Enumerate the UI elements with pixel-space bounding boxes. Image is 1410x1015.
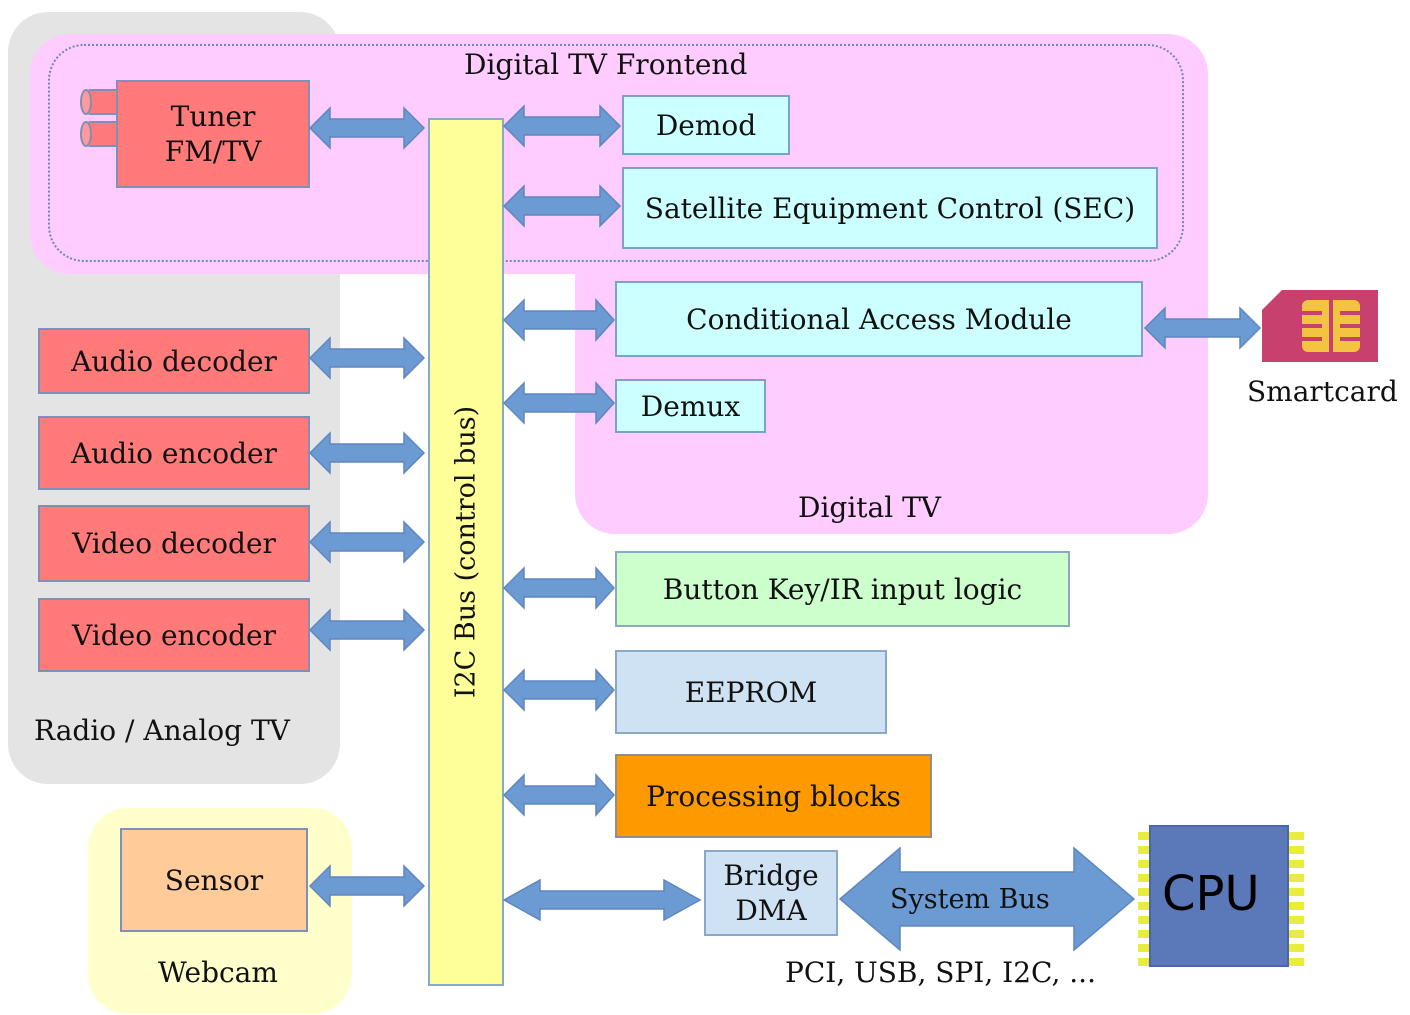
digital-tv-label: Digital TV [798, 491, 941, 524]
analog-tv-label: Radio / Analog TV [34, 714, 290, 747]
audio-encoder-block[interactable]: Audio encoder [38, 416, 310, 490]
audio-decoder-block[interactable]: Audio decoder [38, 328, 310, 394]
tuner-arrow [308, 106, 426, 150]
eeprom-block[interactable]: EEPROM [615, 650, 887, 734]
audio-decoder-arrow [308, 336, 426, 380]
i2c-control-bus[interactable]: I2C Bus (control bus) [428, 118, 504, 986]
button-ir-arrow [502, 566, 616, 610]
demux-block[interactable]: Demux [615, 379, 766, 433]
cpu-chip-icon [1138, 825, 1304, 967]
cpu-label[interactable]: CPU [1162, 866, 1260, 922]
demux-arrow [502, 381, 616, 425]
audio-encoder-arrow [308, 431, 426, 475]
video-decoder-arrow [308, 520, 426, 564]
button-ir-label: Button Key/IR input logic [662, 572, 1023, 606]
cam-label: Conditional Access Module [686, 302, 1072, 336]
conditional-access-module-block[interactable]: Conditional Access Module [615, 281, 1143, 357]
demod-arrow [502, 104, 622, 148]
smartcard-label: Smartcard [1247, 375, 1398, 408]
eeprom-label: EEPROM [684, 675, 818, 709]
system-bus-sub-label: PCI, USB, SPI, I2C, ... [785, 956, 1096, 989]
sensor-label: Sensor [164, 863, 264, 897]
tuner-label: Tuner FM/TV [164, 100, 262, 168]
video-decoder-block[interactable]: Video decoder [38, 505, 310, 582]
eeprom-arrow [502, 668, 616, 712]
processing-blocks-block[interactable]: Processing blocks [615, 754, 932, 838]
tuner-block[interactable]: Tuner FM/TV [116, 80, 310, 188]
sec-arrow [502, 184, 622, 228]
bridge-dma-label: Bridge DMA [723, 859, 819, 927]
audio-decoder-label: Audio decoder [71, 344, 277, 378]
bridge-dma-block[interactable]: Bridge DMA [704, 850, 838, 936]
system-bus-arrow [838, 846, 1136, 952]
webcam-label: Webcam [158, 956, 278, 989]
processing-arrow [502, 773, 616, 817]
sec-label: Satellite Equipment Control (SEC) [644, 191, 1136, 225]
frontend-label: Digital TV Frontend [464, 48, 748, 81]
demod-label: Demod [655, 108, 757, 142]
audio-encoder-label: Audio encoder [71, 436, 277, 470]
smartcard-icon [1262, 290, 1378, 362]
frontend-dotted-outline [48, 44, 1184, 262]
processing-label: Processing blocks [646, 779, 901, 813]
sec-block[interactable]: Satellite Equipment Control (SEC) [622, 167, 1158, 249]
video-encoder-arrow [308, 608, 426, 652]
demod-block[interactable]: Demod [622, 95, 790, 155]
button-ir-logic-block[interactable]: Button Key/IR input logic [615, 551, 1070, 627]
cam-arrow [502, 298, 616, 342]
video-encoder-block[interactable]: Video encoder [38, 598, 310, 672]
smartcard-arrow [1143, 306, 1262, 350]
video-encoder-label: Video encoder [72, 618, 276, 652]
sensor-arrow [308, 864, 426, 908]
video-decoder-label: Video decoder [72, 527, 276, 560]
system-bus-label: System Bus [890, 884, 1050, 915]
demux-label: Demux [640, 389, 741, 423]
bridge-arrow [502, 878, 702, 922]
sensor-block[interactable]: Sensor [120, 828, 308, 932]
